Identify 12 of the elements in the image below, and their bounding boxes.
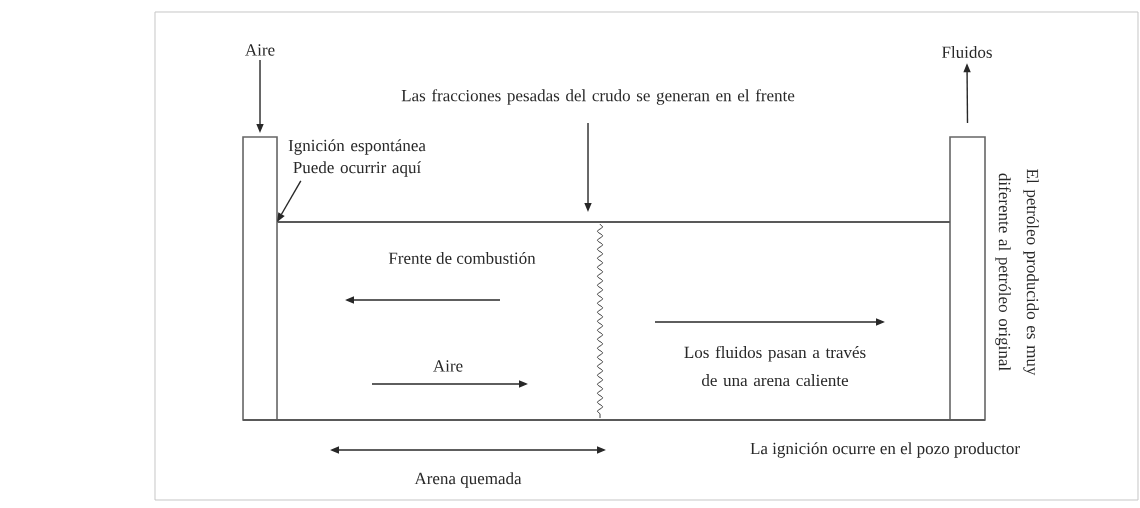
well-rectangle [949,136,986,421]
text-label: Las fracciones pesadas del crudo se generan en el frente [401,89,795,105]
text-label: Ignición espontánea Puede ocurrir aquí [288,139,426,177]
text-label: Fluidos [942,46,992,58]
text-label: Frente de combustión [388,252,536,264]
text-label: La ignición ocurre en el pozo productor [750,442,1020,458]
leader-line [277,180,302,222]
text-label: Aire [433,360,463,372]
text-label: Los fluidos pasan a través de una arena caliente [684,345,866,387]
well-rectangle [242,136,278,421]
text-label: Arena quemada [414,472,522,488]
text-label: Aire [245,44,275,56]
